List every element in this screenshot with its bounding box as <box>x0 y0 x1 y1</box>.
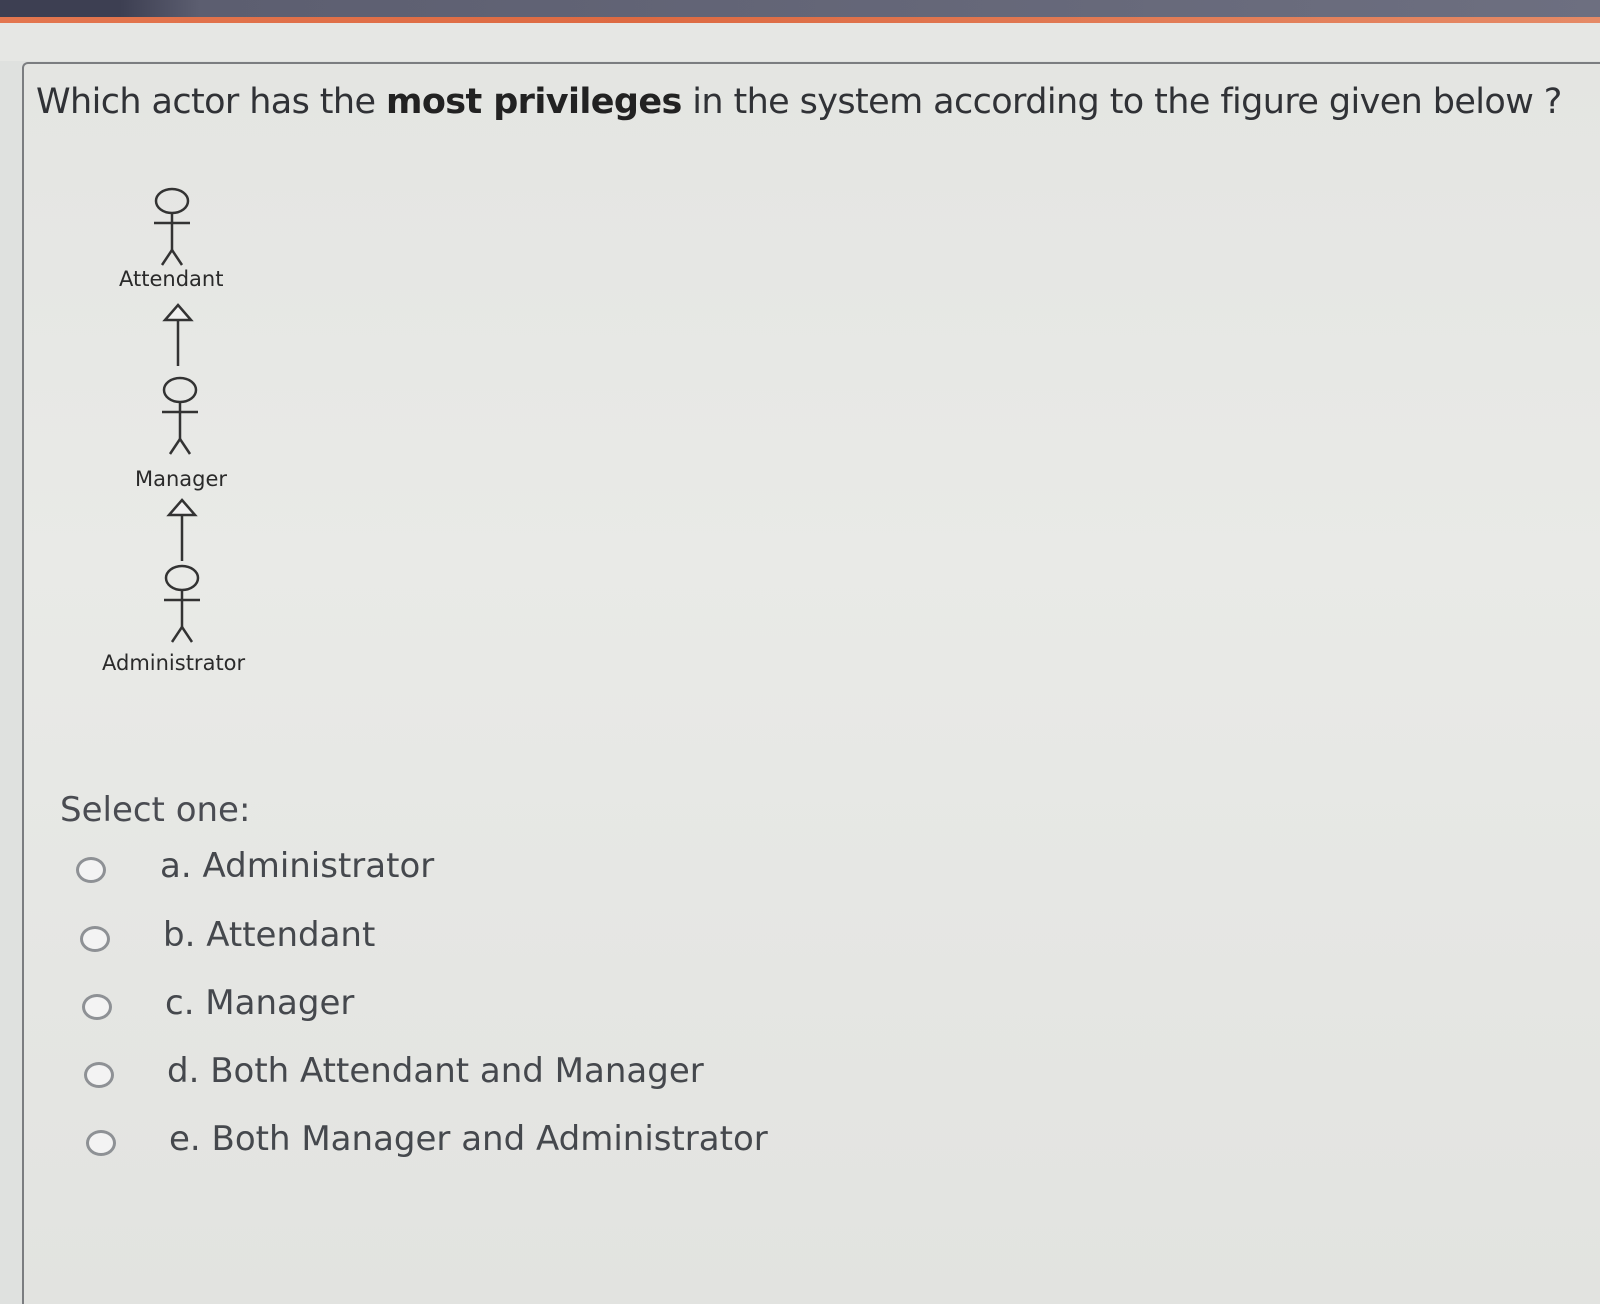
actor-attendant-label: Attendant <box>119 267 224 291</box>
question-card <box>22 62 1600 1304</box>
top-app-bar <box>0 0 1600 20</box>
header-spacer <box>0 23 1600 61</box>
radio-button-e[interactable] <box>86 1130 116 1156</box>
option-a-label[interactable]: a. Administrator <box>160 846 435 886</box>
actor-manager-icon <box>150 372 210 455</box>
question-emphasis: most privileges <box>385 82 682 122</box>
option-e[interactable] <box>86 1118 116 1168</box>
actor-administrator-label: Administrator <box>102 651 246 675</box>
accent-stripe <box>0 17 1600 23</box>
actor-attendant-icon <box>142 183 202 266</box>
option-c[interactable] <box>82 982 112 1032</box>
option-b-label[interactable]: b. Attendant <box>163 915 376 955</box>
option-b[interactable] <box>80 914 110 964</box>
option-e-label[interactable]: e. Both Manager and Administrator <box>169 1119 768 1159</box>
radio-button-d[interactable] <box>84 1062 114 1088</box>
option-d[interactable] <box>84 1050 114 1100</box>
actor-administrator-icon <box>152 560 212 643</box>
generalization-arrow-manager-attendant <box>158 302 198 376</box>
radio-button-b[interactable] <box>80 926 110 952</box>
question-text: Which actor has the most privileges in t… <box>36 82 1562 122</box>
radio-button-a[interactable] <box>76 857 106 883</box>
option-c-label[interactable]: c. Manager <box>165 983 355 1023</box>
option-d-label[interactable]: d. Both Attendant and Manager <box>167 1051 704 1091</box>
option-a[interactable] <box>76 845 106 895</box>
actor-manager-label: Manager <box>135 467 228 491</box>
generalization-arrow-administrator-manager <box>162 497 202 571</box>
select-one-prompt: Select one: <box>60 790 251 830</box>
radio-button-c[interactable] <box>82 994 112 1020</box>
